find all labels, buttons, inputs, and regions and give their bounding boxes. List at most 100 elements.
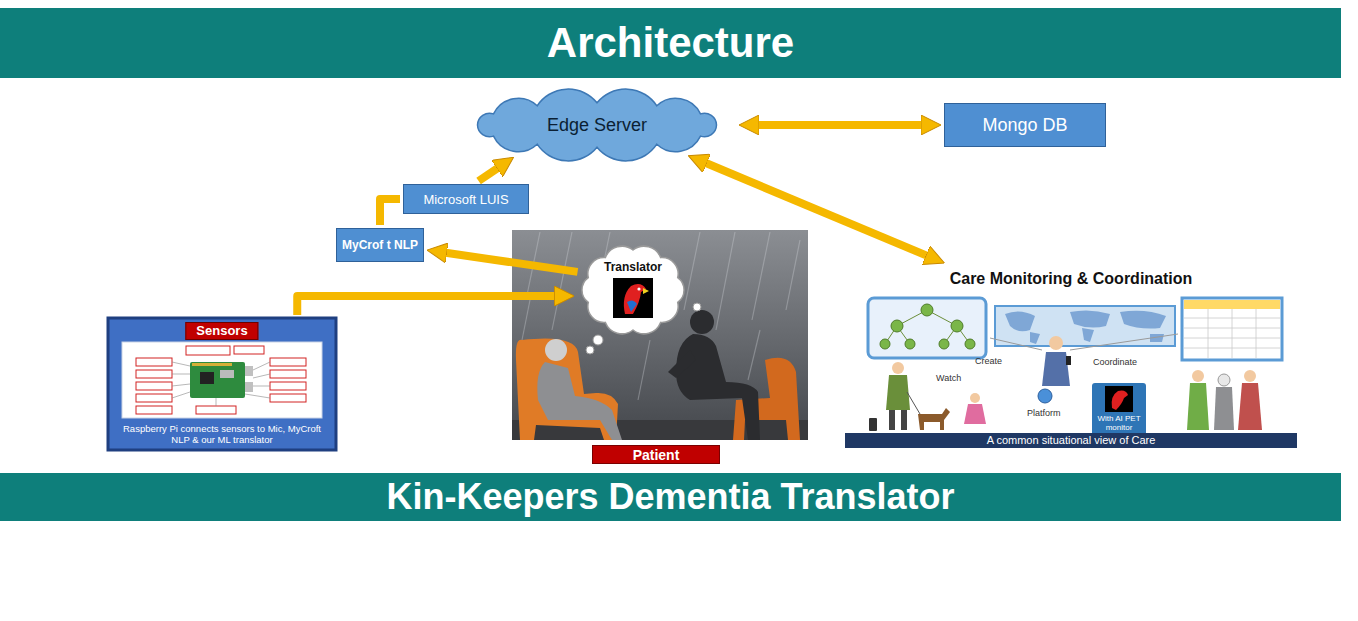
care-picture-part <box>886 375 910 410</box>
care-picture-part <box>990 334 1178 350</box>
care-picture-part <box>1244 370 1256 382</box>
flow-arrow <box>751 121 929 129</box>
care-picture-part <box>1187 383 1209 430</box>
title-band: Architecture <box>0 8 1341 78</box>
patient-scene-part <box>668 350 696 378</box>
patient-scene-part <box>593 335 603 345</box>
care-picture-part <box>891 320 903 332</box>
cloud-shape <box>582 246 684 334</box>
sensors-panel-part <box>253 386 270 387</box>
patient-scene-part <box>537 362 622 440</box>
sensors-panel-part <box>172 362 190 366</box>
patient-scene-part <box>752 232 770 320</box>
flow-arrow <box>297 296 562 315</box>
node-label: Care Monitoring & Coordination <box>845 270 1297 288</box>
care-picture-part <box>1105 386 1133 412</box>
sensors-panel-part <box>196 406 236 414</box>
patient-scene-part <box>545 339 567 361</box>
sensors-panel-part <box>245 366 253 376</box>
patient-scene-part <box>676 334 760 440</box>
patient-scene-part <box>512 230 808 440</box>
care-picture-part <box>951 320 963 332</box>
patient-scene-part <box>693 303 701 311</box>
care-picture-part <box>1049 336 1063 350</box>
care-picture <box>868 298 1282 441</box>
care-picture-part <box>892 362 904 374</box>
parrot-body <box>624 284 646 314</box>
sensors-panel-part <box>136 406 172 414</box>
care-picture-part <box>1120 311 1166 329</box>
node-label: Microsoft LUIS <box>423 192 508 207</box>
database-box: Mongo DB <box>944 103 1106 147</box>
flow-arrow <box>699 160 933 258</box>
care-picture-part <box>1082 328 1094 342</box>
sensors-panel-part <box>136 394 172 402</box>
sensors-panel <box>108 318 336 450</box>
care-picture-part <box>1184 309 1280 358</box>
sensors-panel-part <box>216 398 217 406</box>
care-panel: Care Monitoring & CoordinationA common s… <box>845 266 1297 448</box>
sensors-panel-part <box>245 394 270 398</box>
parrot-eye <box>637 287 640 290</box>
flow-arrow <box>479 164 504 181</box>
care-picture-part <box>1256 309 1257 358</box>
care-picture-part <box>990 338 1042 350</box>
care-picture-part <box>1070 310 1110 327</box>
flow-arrow <box>380 199 400 225</box>
sensors-panel-part <box>270 382 306 390</box>
node-label: Translator <box>604 260 662 274</box>
picture-label: Create <box>975 356 1002 366</box>
node-label: Edge Server <box>547 115 647 136</box>
picture-label: With AI PET monitor <box>1094 415 1144 433</box>
node-note: Raspberry Pi connects sensors to Mic, My… <box>118 424 326 446</box>
patient-scene-part <box>552 232 572 330</box>
sensors-panel-part <box>136 370 172 378</box>
care-picture-part <box>1238 383 1262 430</box>
care-picture-part <box>1112 391 1128 411</box>
sensors-panel-part <box>172 362 270 406</box>
care-picture-part <box>901 410 907 430</box>
picture-label: Coordinate <box>1093 357 1137 367</box>
sensors-panel-part <box>190 362 245 398</box>
patient-scene-part <box>748 330 760 380</box>
patient-scene-part <box>586 346 594 354</box>
sensors-panel-part <box>220 370 234 378</box>
parrot-icon <box>613 278 653 318</box>
care-picture-part <box>869 418 877 431</box>
care-picture-part <box>1038 389 1052 403</box>
edge-server-cloud: Edge Server <box>458 88 736 162</box>
node-label: Patient <box>633 447 680 463</box>
care-picture-part <box>1192 370 1204 382</box>
sensors-panel-part <box>270 358 306 366</box>
sensors-panel-part <box>253 362 270 370</box>
sensor-panel: SensorsRaspberry Pi connects sensors to … <box>108 318 336 450</box>
care-picture-part <box>1005 311 1035 331</box>
caption-band: Kin-Keepers Dementia Translator <box>0 473 1341 521</box>
node-label: MyCrof t NLP <box>342 238 418 252</box>
sensors-panel-part <box>270 394 306 402</box>
picture-label: Watch <box>936 373 961 383</box>
patient-scene-part <box>638 340 650 400</box>
care-picture-part <box>965 339 975 349</box>
patient-scene-part <box>690 310 714 334</box>
care-picture-part <box>1070 334 1178 350</box>
sensors-panel-part <box>122 342 322 418</box>
parrot-wing <box>627 300 637 312</box>
patient-tag: Patient <box>592 445 720 464</box>
parrot-beak <box>643 288 649 294</box>
sensors-panel-part <box>192 363 232 366</box>
sensors-panel-part <box>136 382 172 390</box>
cloud-shape <box>478 89 717 161</box>
patient-scene-part <box>716 232 735 330</box>
care-picture-part <box>1042 352 1070 386</box>
parrot-frame <box>613 278 653 318</box>
sensors-panel-part <box>136 358 172 366</box>
care-picture-part <box>905 339 915 349</box>
sensors-panel-part <box>270 370 306 378</box>
care-picture-part <box>995 306 1175 346</box>
care-picture-part <box>939 339 949 349</box>
care-picture-part <box>880 304 975 349</box>
